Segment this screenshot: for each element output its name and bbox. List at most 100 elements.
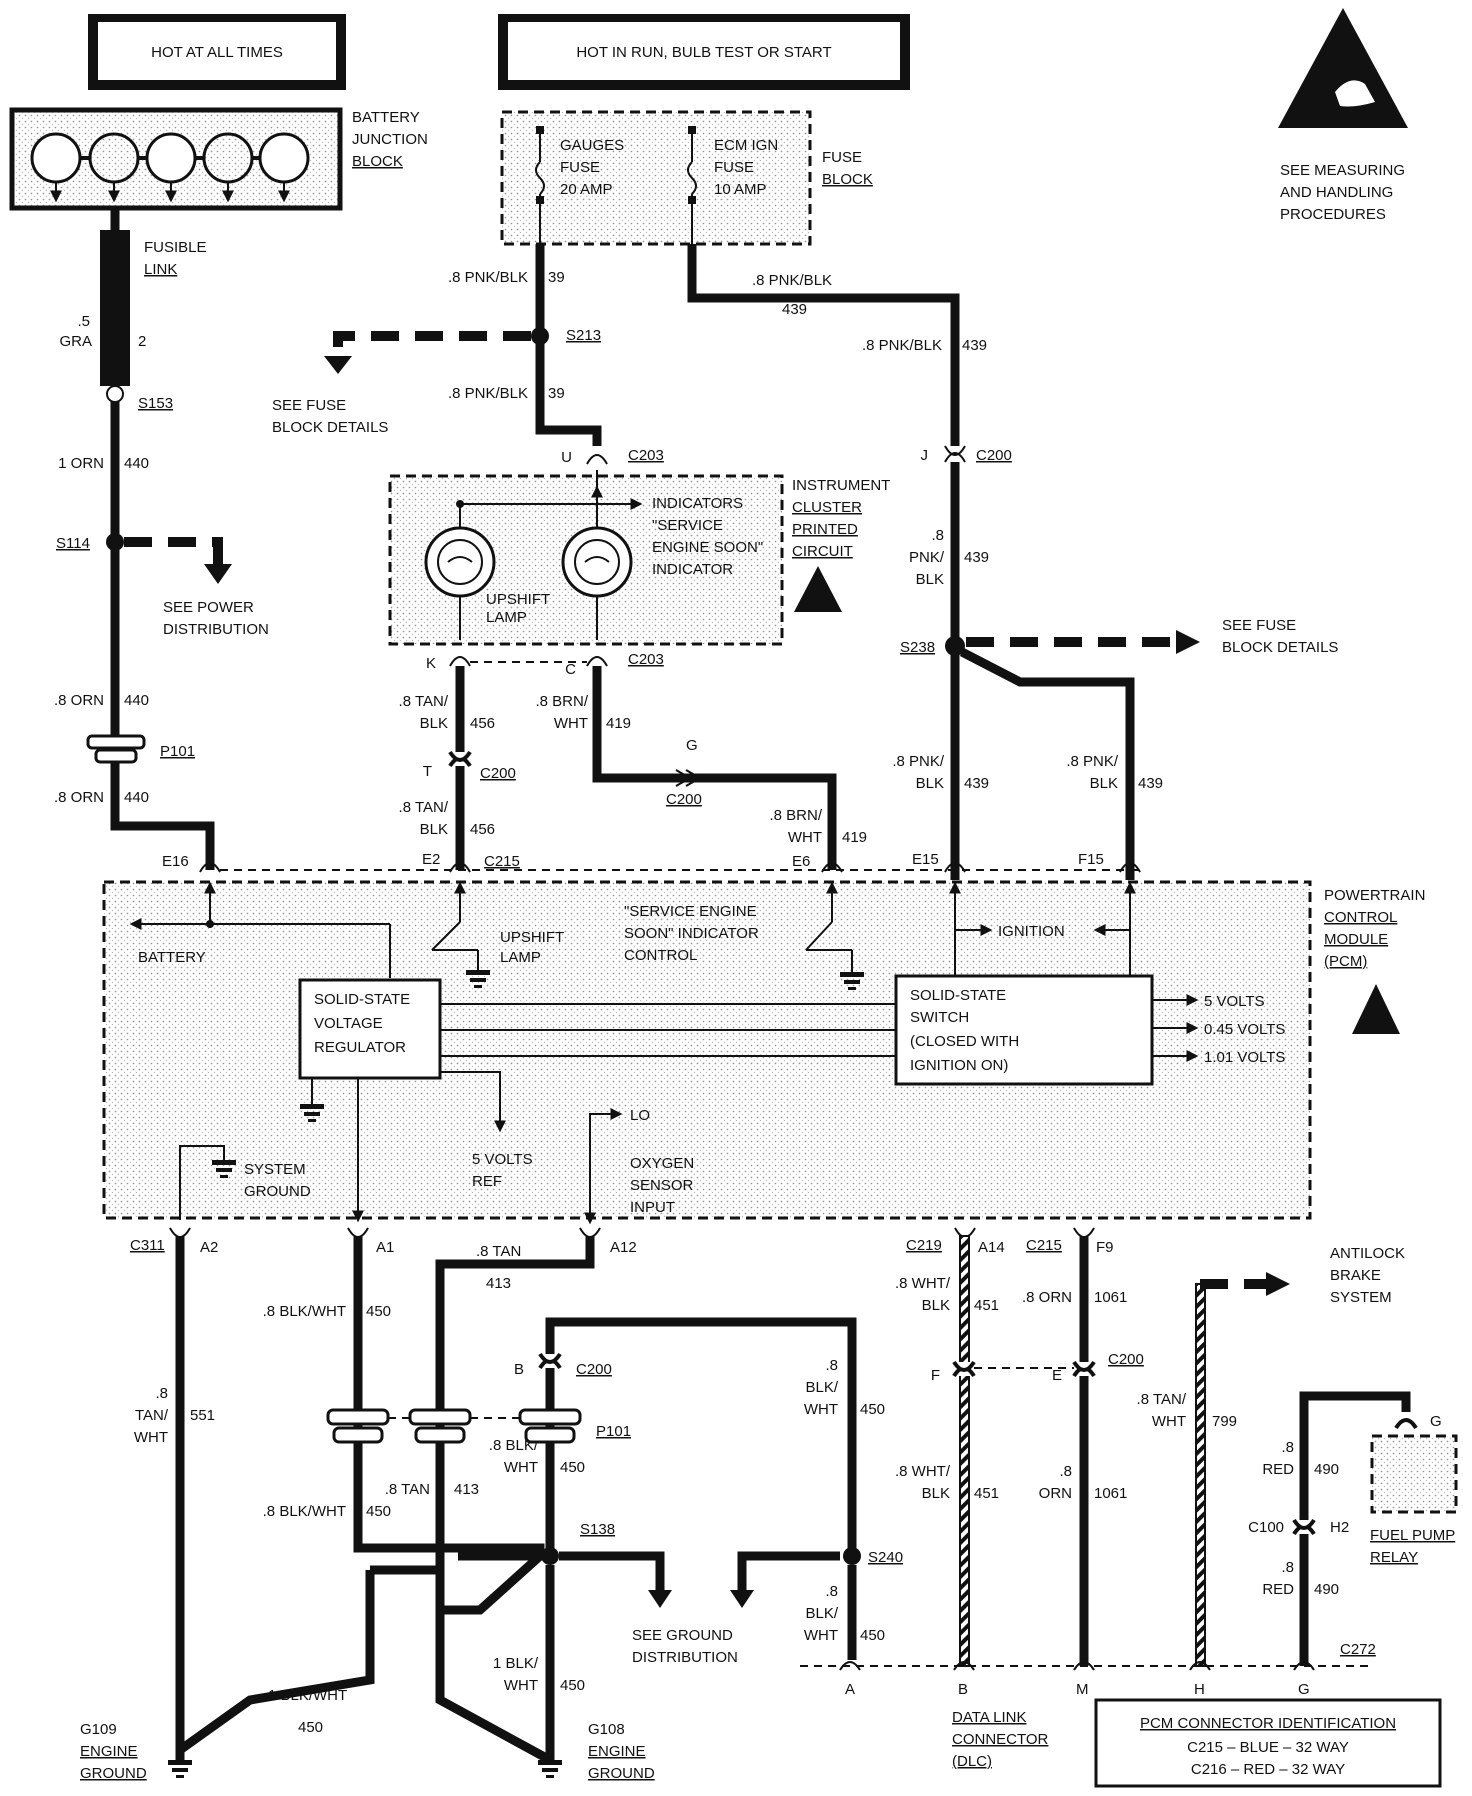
component-label: "SERVICE xyxy=(652,517,723,534)
lamp-bulb-icon xyxy=(561,526,633,598)
wire-label: .8 TAN/ xyxy=(399,693,449,710)
component-label: BATTERY xyxy=(352,109,420,126)
pcm-connector-id-row: C215 – BLUE – 32 WAY xyxy=(1187,1739,1349,1756)
wire-label: .8 PNK/BLK xyxy=(752,272,832,289)
wire-number: 413 xyxy=(454,1481,479,1498)
see-ref: SEE POWER xyxy=(163,599,254,616)
pin-label: K xyxy=(426,655,436,672)
esd-warning-icon xyxy=(1352,984,1400,1034)
component-label: JUNCTION xyxy=(352,131,428,148)
fuse-icon xyxy=(687,126,697,244)
splice-label: S138 xyxy=(580,1521,615,1538)
see-ref: BLOCK DETAILS xyxy=(272,419,388,436)
wire-label: PNK/ xyxy=(909,549,945,566)
arrow-icon xyxy=(1266,1272,1290,1296)
pin-label: H xyxy=(1194,1681,1205,1698)
pcm-connector-id-row: C216 – RED – 32 WAY xyxy=(1191,1761,1345,1778)
connector-label: C272 xyxy=(1340,1641,1376,1658)
wire-label: .8 BLK/WHT xyxy=(263,1303,346,1320)
wire-number: 1061 xyxy=(1094,1289,1127,1306)
wire-label: BLK xyxy=(420,821,448,838)
pcm-label: LAMP xyxy=(500,949,541,966)
pcm-label: GROUND xyxy=(244,1183,311,1200)
wire-label: BLK xyxy=(916,571,944,588)
wire-number: 39 xyxy=(548,385,565,402)
wire-number: 450 xyxy=(298,1719,323,1736)
lamp-bulb-icon xyxy=(424,526,496,598)
component-label: FUSE xyxy=(560,159,600,176)
wire-label: .8 TAN/ xyxy=(1137,1391,1187,1408)
component-label: CLUSTER xyxy=(792,499,862,516)
wire-label: .8 PNK/BLK xyxy=(448,385,528,402)
wire-label: .8 xyxy=(825,1583,838,1600)
wire-439 xyxy=(959,648,1135,880)
pcm-label: OXYGEN xyxy=(630,1155,694,1172)
wire-number: 451 xyxy=(974,1485,999,1502)
wire-label: .8 xyxy=(931,527,944,544)
component-label: BRAKE xyxy=(1330,1267,1381,1284)
wire-label: RED xyxy=(1262,1461,1294,1478)
wire-label: .8 TAN xyxy=(385,1481,430,1498)
solid-state-switch xyxy=(894,974,1154,1086)
wire-450 xyxy=(177,1570,375,1754)
connector-label: C203 xyxy=(628,447,664,464)
pin-label: A xyxy=(845,1681,855,1698)
wire-number: 1061 xyxy=(1094,1485,1127,1502)
connector-label: C200 xyxy=(576,1361,612,1378)
pin-label: F xyxy=(931,1367,940,1384)
pin-label: G xyxy=(1430,1413,1442,1430)
splice-s138 xyxy=(541,1547,559,1565)
component-label: 20 AMP xyxy=(560,181,613,198)
component-label: FUSE xyxy=(822,149,862,166)
component-label: LAMP xyxy=(486,609,527,626)
component-label: FUSE xyxy=(714,159,754,176)
wire-number: 440 xyxy=(124,789,149,806)
wire-label: TAN/ xyxy=(135,1407,169,1424)
component-label: LINK xyxy=(144,261,177,278)
see-ref: SEE FUSE xyxy=(1222,617,1296,634)
ground-symbol-icon xyxy=(300,1104,324,1122)
wire-number: 451 xyxy=(974,1297,999,1314)
component-label: G109 xyxy=(80,1721,117,1738)
ground-symbol-icon xyxy=(466,970,490,988)
see-ref: DISTRIBUTION xyxy=(632,1649,738,1666)
connector-p101a xyxy=(86,734,146,764)
component-label: REGULATOR xyxy=(314,1039,406,1056)
component-label: UPSHIFT xyxy=(486,591,550,608)
component-label: INDICATOR xyxy=(652,561,733,578)
connector-label: C219 xyxy=(906,1237,942,1254)
component-label: GROUND xyxy=(588,1765,655,1782)
splice-s153 xyxy=(106,385,124,403)
component-label: CIRCUIT xyxy=(792,543,853,560)
wire-number: 439 xyxy=(1138,775,1163,792)
ground-symbol-icon xyxy=(840,972,864,990)
component-label: RELAY xyxy=(1370,1549,1418,1566)
wire-label: BLK/ xyxy=(805,1379,838,1396)
splice-s114 xyxy=(106,533,124,551)
wire-label: .8 PNK/BLK xyxy=(862,337,942,354)
component-label: GROUND xyxy=(80,1765,147,1782)
pcm-label: 0.45 VOLTS xyxy=(1204,1021,1285,1038)
arrow-icon xyxy=(204,564,232,584)
splice-label: S213 xyxy=(566,327,601,344)
splice-s238 xyxy=(945,636,965,656)
see-ref: SEE GROUND xyxy=(632,1627,733,1644)
esd-warning-icon xyxy=(1278,8,1408,128)
pin-label: A14 xyxy=(978,1239,1005,1256)
esd-warning-icon xyxy=(794,566,842,612)
splice-label: S238 xyxy=(900,639,935,656)
wire-number: 439 xyxy=(964,775,989,792)
wire-label: .8 PNK/ xyxy=(1066,753,1119,770)
wire-number: 2 xyxy=(138,333,146,350)
component-label: (PCM) xyxy=(1324,953,1367,970)
component-label: GAUGES xyxy=(560,137,624,154)
splice-s213 xyxy=(531,327,549,345)
wire-label: WHT xyxy=(804,1627,838,1644)
pcm-label: IGNITION xyxy=(998,923,1065,940)
wire-label: .8 BRN/ xyxy=(769,807,822,824)
component-label: FUSIBLE xyxy=(144,239,207,256)
pcm-label: CONTROL xyxy=(624,947,697,964)
pin-label: G xyxy=(1298,1681,1310,1698)
wire-number: 799 xyxy=(1212,1413,1237,1430)
